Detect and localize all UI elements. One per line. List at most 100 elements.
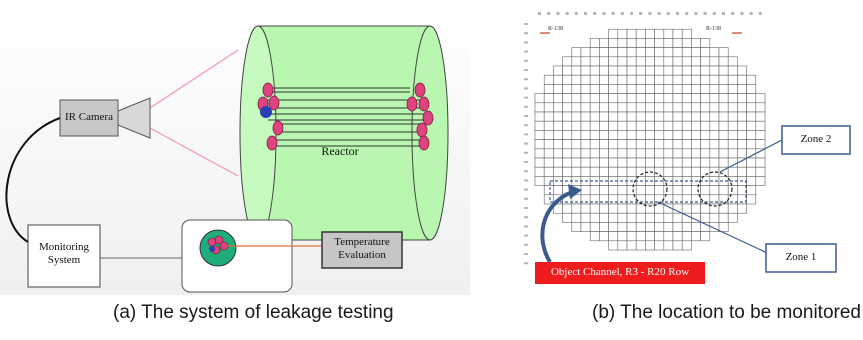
row-tick xyxy=(524,105,528,108)
channel-cell xyxy=(672,203,683,214)
channel-cell xyxy=(635,212,646,223)
column-tick xyxy=(611,12,615,15)
channel-cell xyxy=(589,231,600,242)
channel-cell xyxy=(608,139,619,150)
channel-cell xyxy=(635,74,646,85)
channel-cell xyxy=(681,157,692,168)
leak-marker xyxy=(260,106,272,118)
channel-cell xyxy=(543,166,554,177)
channel-cell xyxy=(608,74,619,85)
row-tick xyxy=(524,234,528,237)
channel-cell xyxy=(654,38,665,48)
channel-cell xyxy=(617,56,628,67)
channel-cell xyxy=(755,130,766,140)
column-tick xyxy=(648,12,652,15)
tube-ends-left xyxy=(257,82,284,151)
channel-cell xyxy=(645,139,655,150)
row-tick xyxy=(524,87,528,90)
channel-cell xyxy=(543,102,554,113)
column-tick xyxy=(657,12,661,15)
channel-cell xyxy=(672,84,683,94)
channel-cell xyxy=(672,231,683,242)
channel-cell xyxy=(599,139,609,150)
channel-cell xyxy=(663,56,674,67)
zone-1-circle xyxy=(632,171,668,207)
channel-cell xyxy=(571,102,582,113)
channel-cell xyxy=(645,56,655,67)
row-tick xyxy=(524,161,528,163)
channel-cell xyxy=(626,38,637,48)
column-tick xyxy=(676,12,679,15)
channel-cell xyxy=(718,56,729,67)
channel-cell xyxy=(672,38,683,48)
channel-cell xyxy=(654,111,665,122)
channel-cell xyxy=(681,203,692,214)
channel-cell xyxy=(727,65,738,76)
column-tick xyxy=(666,12,670,15)
channel-cell xyxy=(608,157,619,168)
channel-cell xyxy=(626,120,637,131)
channel-cell xyxy=(608,47,619,58)
column-tick xyxy=(620,12,624,15)
column-tick xyxy=(538,12,541,15)
channel-cell xyxy=(691,139,701,150)
zone-1-box xyxy=(765,243,837,273)
channel-cell xyxy=(580,93,591,104)
channel-cell xyxy=(543,130,554,140)
channel-cell xyxy=(562,130,573,140)
channel-cell xyxy=(672,157,683,168)
channel-cell xyxy=(663,93,674,104)
channel-cell xyxy=(737,111,747,122)
channel-cell xyxy=(663,139,674,150)
channel-cell xyxy=(718,111,729,122)
channel-cell xyxy=(599,157,609,168)
channel-cell xyxy=(571,148,582,159)
channel-cell xyxy=(626,148,637,159)
channel-cell xyxy=(709,84,720,94)
channel-cell xyxy=(700,130,711,140)
channel-cell xyxy=(626,47,637,58)
channel-cell xyxy=(700,203,711,214)
channel-cell xyxy=(608,148,619,159)
channel-cell xyxy=(617,185,628,196)
channel-cell xyxy=(580,203,591,214)
channel-cell xyxy=(645,74,655,85)
channel-cell xyxy=(571,212,582,223)
channel-cell xyxy=(589,102,600,113)
channel-cell xyxy=(543,93,554,104)
channel-cell xyxy=(608,130,619,140)
channel-cell xyxy=(626,84,637,94)
channel-cell xyxy=(700,166,711,177)
row-tick xyxy=(524,41,528,44)
column-tick xyxy=(740,12,744,15)
monitoring-location-diagram: R-138 R-138 Zone 2 Zone 1 Object Channel… xyxy=(510,0,863,300)
temperature-evaluation-label: Temperature Evaluation xyxy=(322,236,402,262)
channel-cell xyxy=(635,148,646,159)
channel-cell xyxy=(746,111,757,122)
channel-cell xyxy=(562,148,573,159)
channel-cell xyxy=(617,222,628,232)
channel-cell xyxy=(626,65,637,76)
channel-cell xyxy=(663,157,674,168)
channel-cell xyxy=(654,102,665,113)
channel-cell xyxy=(691,120,701,131)
channel-cell xyxy=(599,203,609,214)
channel-cell xyxy=(617,38,628,48)
channel-cell xyxy=(737,120,747,131)
channel-cell xyxy=(700,120,711,131)
channel-cell xyxy=(608,203,619,214)
row-tick xyxy=(524,69,528,71)
channel-cell xyxy=(617,111,628,122)
channel-cell xyxy=(571,222,582,232)
channel-cell xyxy=(654,56,665,67)
object-channel-box xyxy=(535,262,705,284)
channel-cell xyxy=(635,130,646,140)
channel-cell xyxy=(691,185,701,196)
channel-cell xyxy=(672,28,683,39)
channel-cell xyxy=(553,185,563,196)
channel-cell xyxy=(709,65,720,76)
channel-cell xyxy=(663,38,674,48)
channel-cell xyxy=(709,120,720,131)
channel-cell xyxy=(672,120,683,131)
row-tick xyxy=(524,96,528,99)
